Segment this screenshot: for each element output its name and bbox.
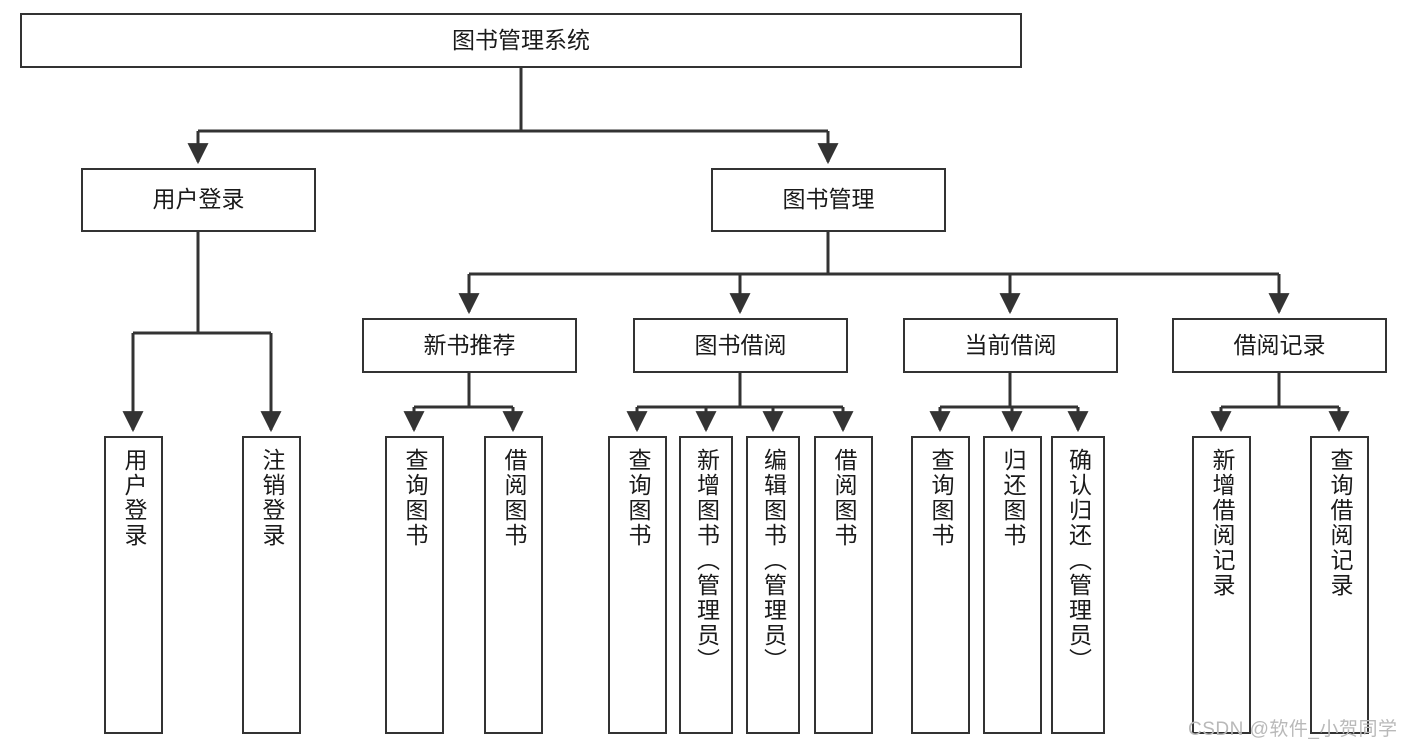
leaf-user-login[interactable]: 用户登录 bbox=[104, 436, 163, 734]
leaf-current-query-book[interactable]: 查询图书 bbox=[911, 436, 970, 734]
leaf-rec-borrow-book-label: 借阅图书 bbox=[501, 448, 527, 548]
leaf-confirm-return-admin-label: 确认归还（管理员） bbox=[1065, 448, 1092, 673]
leaf-borrow-query-book-label: 查询图书 bbox=[625, 448, 651, 548]
node-new-book-recommendation[interactable]: 新书推荐 bbox=[362, 318, 577, 373]
leaf-return-book-label: 归还图书 bbox=[1000, 448, 1026, 548]
leaf-return-book[interactable]: 归还图书 bbox=[983, 436, 1042, 734]
node-user-login[interactable]: 用户登录 bbox=[81, 168, 316, 232]
leaf-borrow-query-book[interactable]: 查询图书 bbox=[608, 436, 667, 734]
leaf-add-borrow-record-label: 新增借阅记录 bbox=[1209, 448, 1235, 598]
leaf-borrow-book-label: 借阅图书 bbox=[831, 448, 857, 548]
node-root[interactable]: 图书管理系统 bbox=[20, 13, 1022, 68]
leaf-current-query-book-label: 查询图书 bbox=[928, 448, 954, 548]
leaf-query-borrow-record[interactable]: 查询借阅记录 bbox=[1310, 436, 1369, 734]
leaf-user-logout[interactable]: 注销登录 bbox=[242, 436, 301, 734]
node-user-login-label: 用户登录 bbox=[152, 186, 245, 213]
node-book-borrowing-label: 图书借阅 bbox=[694, 331, 787, 358]
leaf-query-borrow-record-label: 查询借阅记录 bbox=[1327, 448, 1353, 598]
node-current-borrowing[interactable]: 当前借阅 bbox=[903, 318, 1118, 373]
leaf-borrow-book[interactable]: 借阅图书 bbox=[814, 436, 873, 734]
leaf-rec-borrow-book[interactable]: 借阅图书 bbox=[484, 436, 543, 734]
node-borrowing-record[interactable]: 借阅记录 bbox=[1172, 318, 1387, 373]
node-current-borrowing-label: 当前借阅 bbox=[964, 331, 1057, 358]
leaf-edit-book-admin[interactable]: 编辑图书（管理员） bbox=[746, 436, 800, 734]
leaf-edit-book-admin-label: 编辑图书（管理员） bbox=[760, 448, 787, 673]
leaf-user-logout-label: 注销登录 bbox=[259, 448, 285, 548]
node-book-management-label: 图书管理 bbox=[782, 186, 875, 213]
node-root-label: 图书管理系统 bbox=[452, 26, 590, 53]
node-borrowing-record-label: 借阅记录 bbox=[1233, 331, 1326, 358]
leaf-add-borrow-record[interactable]: 新增借阅记录 bbox=[1192, 436, 1251, 734]
node-new-book-recommendation-label: 新书推荐 bbox=[423, 331, 516, 358]
leaf-rec-query-book-label: 查询图书 bbox=[402, 448, 428, 548]
leaf-rec-query-book[interactable]: 查询图书 bbox=[385, 436, 444, 734]
leaf-user-login-label: 用户登录 bbox=[121, 448, 147, 548]
leaf-add-book-admin-label: 新增图书（管理员） bbox=[693, 448, 720, 673]
node-book-management[interactable]: 图书管理 bbox=[711, 168, 946, 232]
node-book-borrowing[interactable]: 图书借阅 bbox=[633, 318, 848, 373]
leaf-add-book-admin[interactable]: 新增图书（管理员） bbox=[679, 436, 733, 734]
leaf-confirm-return-admin[interactable]: 确认归还（管理员） bbox=[1051, 436, 1105, 734]
